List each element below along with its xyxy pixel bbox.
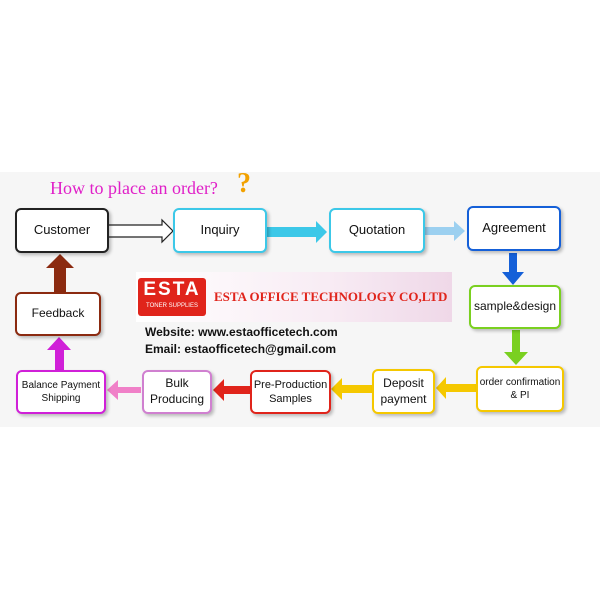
arrow-agreement-to-sample [502, 253, 524, 285]
step-bulk-line1: Bulk [165, 376, 189, 391]
arrow-bulk-to-balance [107, 380, 141, 400]
arrow-feedback-to-customer [46, 254, 74, 292]
company-email[interactable]: Email: estaofficetech@gmail.com [145, 342, 337, 356]
logo-text: ESTA [143, 279, 201, 300]
step-order-confirmation-line2: & PI [510, 390, 530, 401]
step-sample-design-label: sample&design [473, 299, 557, 314]
step-quotation-label: Quotation [348, 222, 406, 238]
step-pre-production: Pre-Production Samples [250, 370, 331, 414]
logo-subtext: TONER SUPPLIES [146, 303, 198, 309]
arrow-deposit-to-preproduction [331, 378, 372, 400]
arrow-inquiry-to-quotation [266, 221, 327, 243]
step-feedback: Feedback [15, 292, 101, 336]
company-name: ESTA OFFICE TECHNOLOGY CO,LTD [214, 289, 448, 304]
step-order-confirmation-line1: order confirmation [479, 377, 561, 388]
company-logo: ESTA TONER SUPPLIES [138, 278, 206, 316]
step-deposit-payment: Deposit payment [372, 369, 435, 414]
arrow-sample-to-order [504, 330, 528, 365]
step-customer: Customer [15, 208, 109, 253]
step-balance-line2: Shipping [41, 393, 81, 404]
arrow-quotation-to-agreement [424, 221, 465, 241]
step-bulk-line2: Producing [149, 392, 205, 406]
arrow-preproduction-to-bulk [213, 379, 250, 401]
step-inquiry-label: Inquiry [200, 222, 240, 238]
step-agreement: Agreement [467, 206, 561, 251]
step-agreement-label: Agreement [482, 220, 546, 236]
step-deposit-line1: Deposit [383, 375, 424, 390]
step-quotation: Quotation [329, 208, 425, 253]
page-title: How to place an order? [50, 178, 218, 198]
step-balance-shipping: Balance Payment Shipping [16, 370, 106, 414]
step-inquiry: Inquiry [173, 208, 267, 253]
step-feedback-label: Feedback [31, 306, 85, 321]
step-bulk-producing: Bulk Producing [142, 370, 212, 414]
arrow-order-to-deposit [436, 377, 476, 399]
step-pre-production-line2: Samples [269, 393, 312, 405]
arrow-balance-to-feedback [47, 337, 71, 370]
step-balance-line1: Balance Payment [21, 380, 101, 391]
step-customer-label: Customer [33, 222, 91, 238]
company-website[interactable]: Website: www.estaofficetech.com [145, 325, 338, 339]
question-mark-icon: ? [237, 168, 251, 199]
arrow-customer-to-inquiry [107, 218, 174, 244]
step-order-confirmation: order confirmation & PI [476, 366, 564, 412]
step-pre-production-line1: Pre-Production [253, 378, 328, 391]
step-deposit-line2: payment [380, 391, 427, 406]
step-sample-design: sample&design [469, 285, 561, 329]
